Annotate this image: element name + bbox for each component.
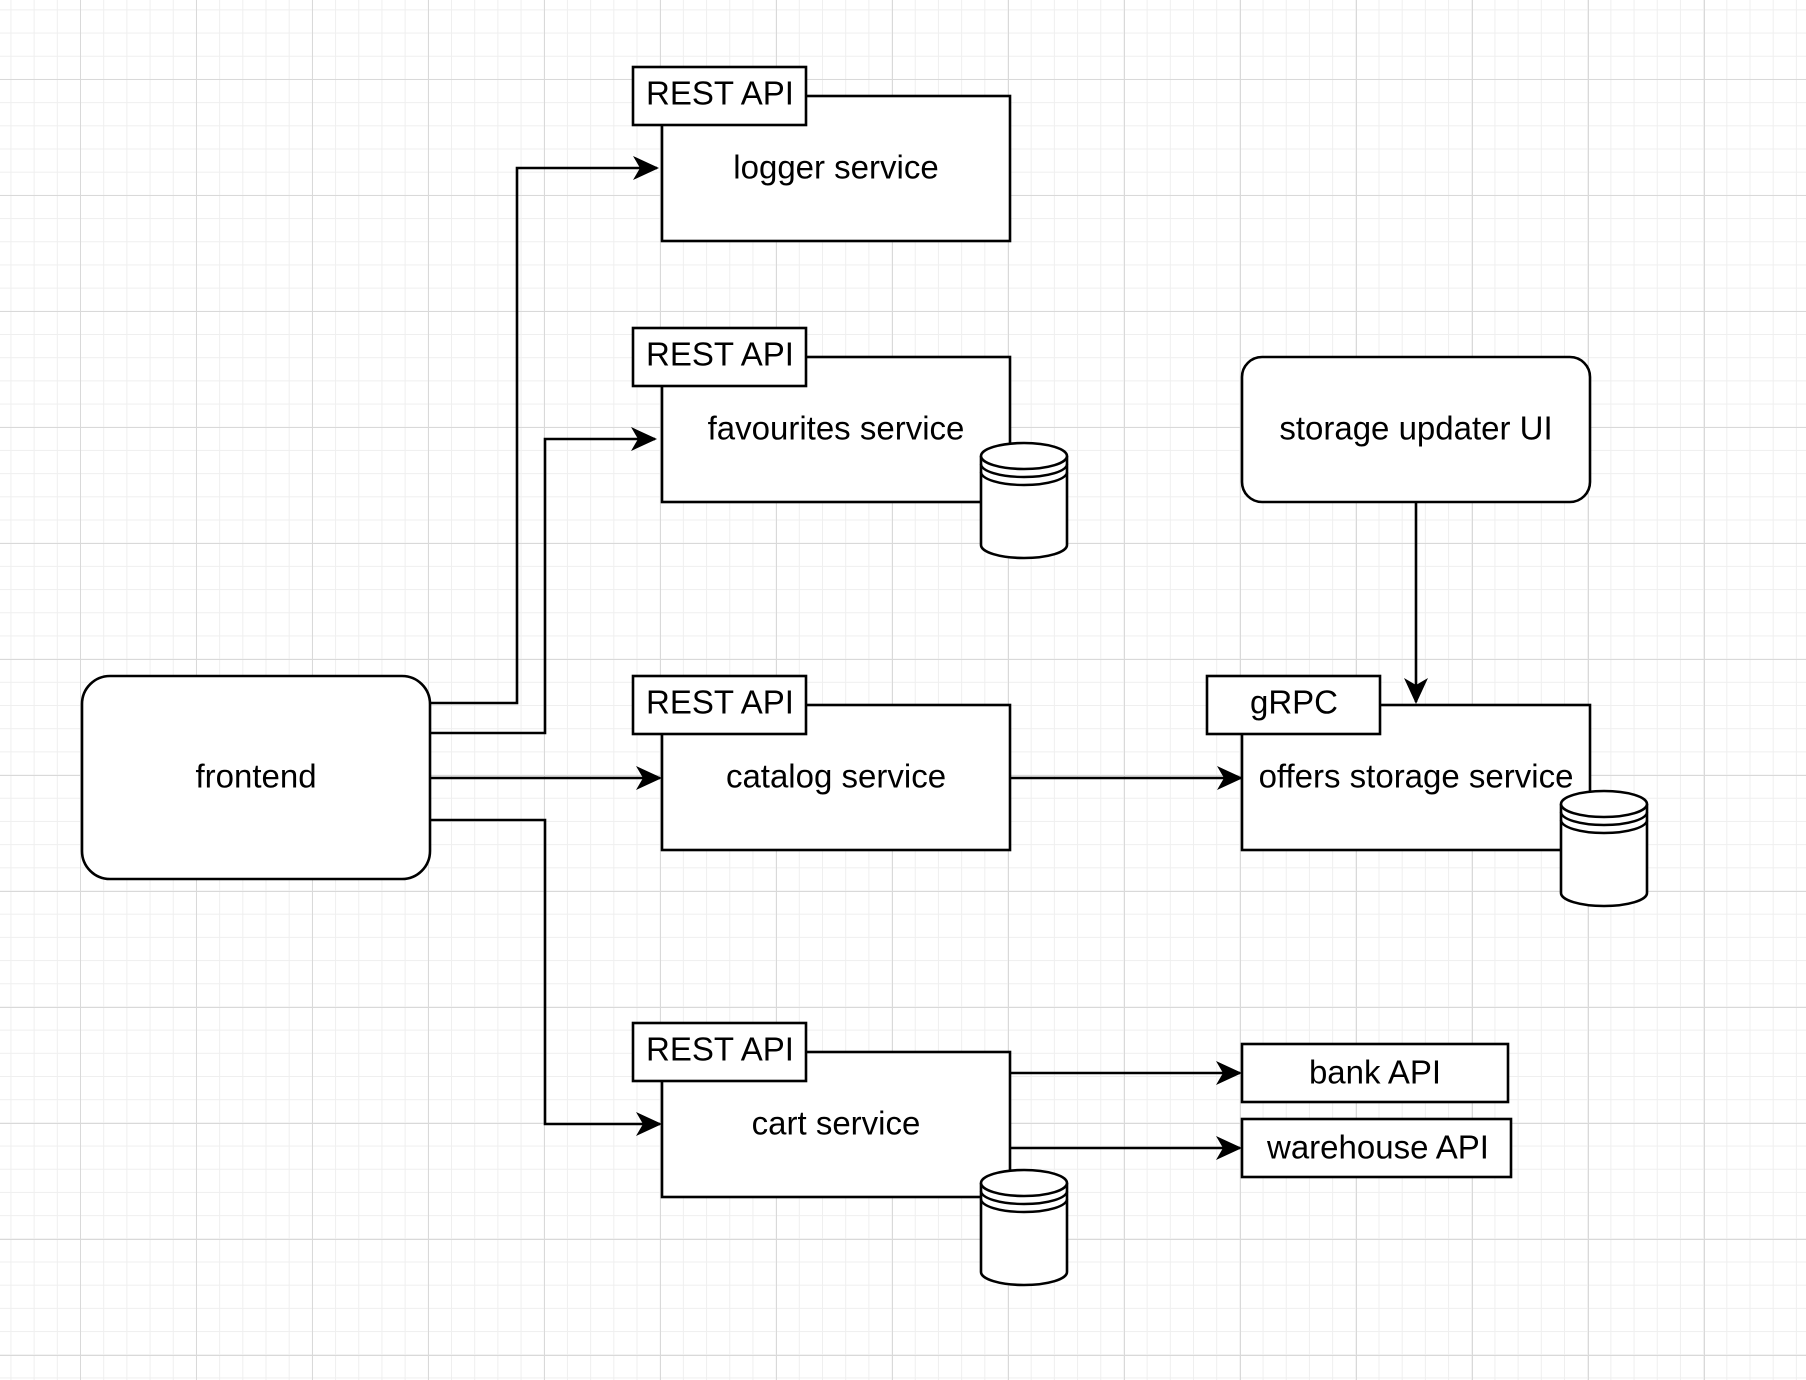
storage-updater-ui-shape: [1240, 355, 1592, 504]
favourites-service-node[interactable]: REST API favourites service: [631, 326, 1069, 560]
bank-api-node[interactable]: bank API: [1240, 1042, 1510, 1104]
frontend-shape: [80, 674, 432, 881]
offers-storage-service-node[interactable]: gRPC offers storage service: [1205, 674, 1649, 908]
edge-frontend-logger: [430, 156, 659, 705]
favourites-database-icon: [979, 441, 1069, 560]
logger-rest-api-tab: [631, 65, 808, 127]
frontend-label: frontend: [195, 758, 316, 795]
cart-rest-api-tab: [631, 1021, 808, 1083]
warehouse-api-shape: [1240, 1117, 1513, 1179]
cart-service-node[interactable]: REST API cart service: [631, 1021, 1069, 1287]
catalog-service-node[interactable]: REST API catalog service: [631, 674, 1012, 852]
catalog-rest-api-label: REST API: [646, 684, 794, 721]
warehouse-api-node[interactable]: warehouse API: [1240, 1117, 1513, 1179]
bank-api-label: bank API: [1309, 1054, 1441, 1091]
storage-updater-ui-node[interactable]: storage updater UI: [1240, 355, 1592, 504]
offers-storage-database-icon: [1559, 789, 1649, 908]
favourites-rest-api-label: REST API: [646, 336, 794, 373]
edge-frontend-favourites: [430, 427, 657, 735]
favourites-service-label: favourites service: [708, 410, 965, 447]
catalog-service-label: catalog service: [726, 758, 946, 795]
cart-service-label: cart service: [752, 1105, 921, 1142]
cart-rest-api-label: REST API: [646, 1031, 794, 1068]
logger-service-node[interactable]: REST API logger service: [631, 65, 1012, 243]
warehouse-api-label: warehouse API: [1266, 1129, 1489, 1166]
logger-rest-api-label: REST API: [646, 75, 794, 112]
bank-api-shape: [1240, 1042, 1510, 1104]
favourites-rest-api-tab: [631, 326, 808, 388]
cart-service-shape: [660, 1050, 1012, 1199]
offers-storage-service-label: offers storage service: [1259, 758, 1574, 795]
catalog-rest-api-tab: [631, 674, 808, 736]
offers-storage-grpc-label: gRPC: [1250, 684, 1338, 721]
frontend-node[interactable]: frontend: [80, 674, 432, 881]
storage-updater-ui-label: storage updater UI: [1279, 410, 1552, 447]
edge-frontend-cart: [430, 818, 662, 1136]
logger-service-shape: [660, 94, 1012, 243]
offers-storage-grpc-tab: [1205, 674, 1382, 736]
cart-database-icon: [979, 1168, 1069, 1287]
logger-service-label: logger service: [733, 149, 938, 186]
edges: [430, 156, 1428, 1160]
